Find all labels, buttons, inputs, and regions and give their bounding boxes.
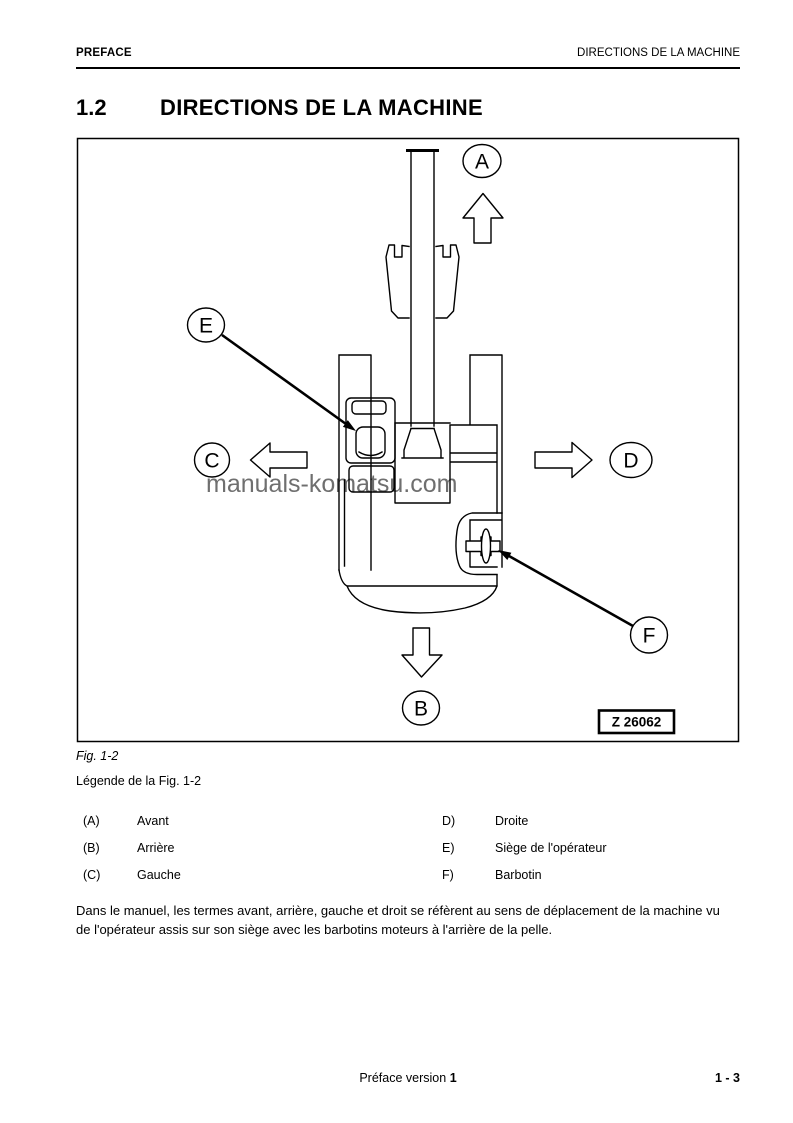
arrow-left xyxy=(249,442,308,478)
footer-version: Préface version 1 xyxy=(76,1071,740,1085)
section-title: DIRECTIONS DE LA MACHINE xyxy=(160,95,483,120)
label-letter-f: F xyxy=(643,625,656,648)
legend-marker: D) xyxy=(442,814,456,828)
leader-lines xyxy=(221,333,634,628)
watermark-text: manuals-komatsu.com xyxy=(206,470,457,498)
arm-bracket-left xyxy=(385,244,410,319)
paragraph-line: Dans le manuel, les termes avant, arrièr… xyxy=(76,903,720,918)
label-circle-e xyxy=(186,307,226,343)
leader-arrowhead-e xyxy=(342,420,356,431)
seat-cushion-line xyxy=(358,451,383,457)
figure-caption: Fig. 1-2 xyxy=(76,749,119,763)
legend-marker: E) xyxy=(442,841,455,855)
label-letter-a: A xyxy=(475,151,489,174)
label-letter-c: C xyxy=(204,450,219,473)
label-letter-d: D xyxy=(623,450,638,473)
header-section-name: PREFACE xyxy=(76,47,132,59)
legend-marker: (B) xyxy=(83,841,100,855)
excavator-top-view xyxy=(338,149,503,614)
legend-row: (A) Avant D) Droite xyxy=(0,814,793,831)
drawing-code: Z 26062 xyxy=(612,715,662,730)
sprocket-housing xyxy=(455,512,503,576)
label-circle-a xyxy=(462,143,502,179)
legend-label: Barbotin xyxy=(495,868,542,882)
footer-page-number: 1 - 3 xyxy=(714,1071,740,1085)
legend-marker: (C) xyxy=(83,868,101,882)
label-letter-e: E xyxy=(199,315,213,338)
upper-structure xyxy=(394,422,498,514)
cab xyxy=(345,397,396,464)
legend-marker: (A) xyxy=(83,814,100,828)
arm-bracket-right xyxy=(435,244,460,319)
footer-version-text: Préface version xyxy=(359,1071,447,1085)
machine-directions-figure: manuals-komatsu.com xyxy=(76,137,740,743)
label-circle-d xyxy=(609,441,653,479)
boom xyxy=(410,150,435,430)
sprocket-wheel xyxy=(480,528,492,564)
label-letter-b: B xyxy=(414,698,428,721)
legend-label: Gauche xyxy=(137,868,181,882)
legend-label: Droite xyxy=(495,814,529,828)
leader-line-f xyxy=(508,554,634,628)
body-paragraph: Dans le manuel, les termes avant, arrièr… xyxy=(76,902,748,939)
boom-mount xyxy=(401,427,444,459)
arrow-down-rear xyxy=(401,627,443,678)
label-circle-b xyxy=(401,690,441,726)
leader-arrowhead-f xyxy=(498,550,512,560)
footer-version-number: 1 xyxy=(449,1071,457,1085)
direction-arrows xyxy=(249,192,593,678)
left-track xyxy=(338,354,372,571)
drawing-code-box: Z 26062 xyxy=(597,709,676,735)
right-track xyxy=(469,354,503,514)
label-circle-c xyxy=(193,442,231,478)
arrow-up-front xyxy=(462,192,504,244)
header-divider xyxy=(76,67,740,69)
section-number: 1.2 xyxy=(76,95,107,120)
legend-row: (C) Gauche F) Barbotin xyxy=(0,868,793,885)
leader-line-e xyxy=(221,333,347,426)
operator-seat xyxy=(355,426,386,459)
paragraph-line: de l'opérateur assis sur son siège avec … xyxy=(76,921,553,937)
figure-frame xyxy=(76,137,740,743)
arrow-right xyxy=(534,441,593,479)
label-circle-f xyxy=(629,616,669,654)
legend-label: Siège de l'opérateur xyxy=(495,841,607,855)
direction-label-circles: A B C D E F xyxy=(186,143,669,726)
legend-label: Arrière xyxy=(137,841,175,855)
cab-rear-panel xyxy=(348,465,395,493)
legend-marker: F) xyxy=(442,868,454,882)
legend-title: Légende de la Fig. 1-2 xyxy=(76,774,202,788)
cab-window xyxy=(351,400,387,415)
counterweight xyxy=(338,569,498,614)
legend-row: (B) Arrière E) Siège de l'opérateur xyxy=(0,841,793,858)
header-chapter-name: DIRECTIONS DE LA MACHINE xyxy=(577,47,740,59)
legend-label: Avant xyxy=(137,814,169,828)
